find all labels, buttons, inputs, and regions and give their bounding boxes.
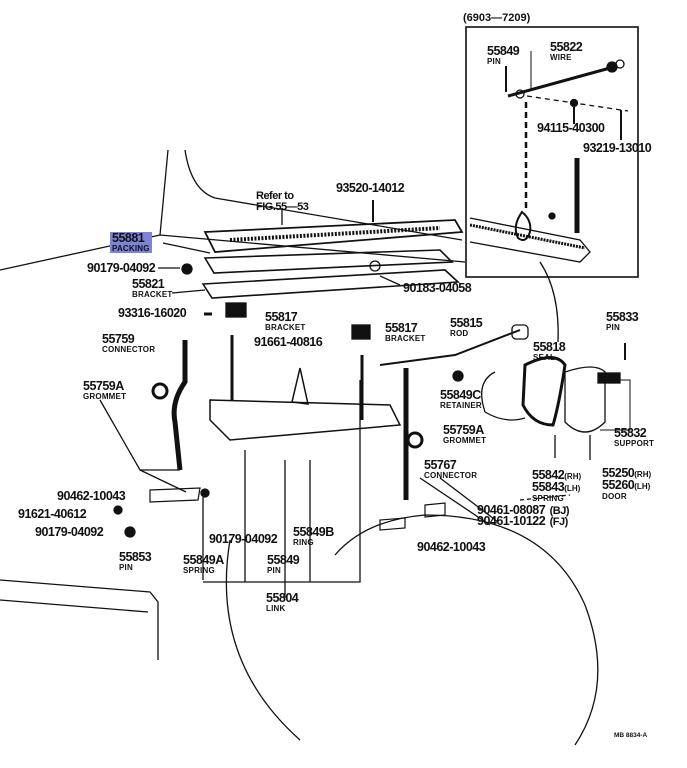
- callout-55250[interactable]: 55250(RH): [602, 466, 652, 480]
- callout-93219-13010[interactable]: 93219-13010: [583, 141, 652, 155]
- inset-wire: [507, 66, 611, 98]
- link-frame: [209, 399, 402, 441]
- callout-90179-04092-b[interactable]: 90179-04092: [35, 525, 104, 539]
- callout-90461-08087[interactable]: 90461-08087 (BJ): [477, 503, 570, 517]
- callout-90462-10043-b[interactable]: 90462-10043: [417, 540, 486, 554]
- callout-93316-16020[interactable]: 93316-16020: [118, 306, 187, 320]
- callout-90183-04058[interactable]: 90183-04058: [403, 281, 472, 295]
- seal: [521, 356, 567, 427]
- diagram-code: MB 8834-A: [614, 732, 648, 739]
- callout-90179-04092-c[interactable]: 90179-04092: [209, 532, 278, 546]
- callout-91621-40612[interactable]: 91621-40612: [18, 507, 87, 521]
- rod: [379, 329, 521, 366]
- tire-right: [334, 514, 599, 746]
- tire-left: [225, 539, 301, 741]
- callout-93520-14012[interactable]: 93520-14012: [336, 181, 405, 195]
- inset-frame: [465, 26, 639, 278]
- callout-55842[interactable]: 55842(RH): [532, 468, 582, 482]
- callout-91661-40816[interactable]: 91661-40816: [254, 335, 323, 349]
- callout-55260[interactable]: 55260(LH)DOOR: [602, 478, 651, 501]
- callout-94115-40300[interactable]: 94115-40300: [537, 121, 605, 135]
- bracket-plate: [201, 269, 460, 299]
- callout-90462-10043-a[interactable]: 90462-10043: [57, 489, 126, 503]
- refer-note-line2: FIG.55—53: [256, 201, 309, 213]
- callout-55843[interactable]: 55843(LH)SPRING: [532, 480, 581, 503]
- refer-note[interactable]: Refer to FIG.55—53: [256, 190, 309, 213]
- packing: [203, 249, 454, 274]
- door: [564, 366, 606, 433]
- refer-note-line1: Refer to: [256, 190, 294, 202]
- inset-title: (6903—7209): [463, 12, 531, 24]
- callout-90461-10122[interactable]: 90461-10122 (FJ): [477, 514, 568, 528]
- connector-left: [171, 340, 188, 471]
- callout-90179-04092-a[interactable]: 90179-04092: [87, 261, 156, 275]
- grille-cover: [203, 219, 464, 253]
